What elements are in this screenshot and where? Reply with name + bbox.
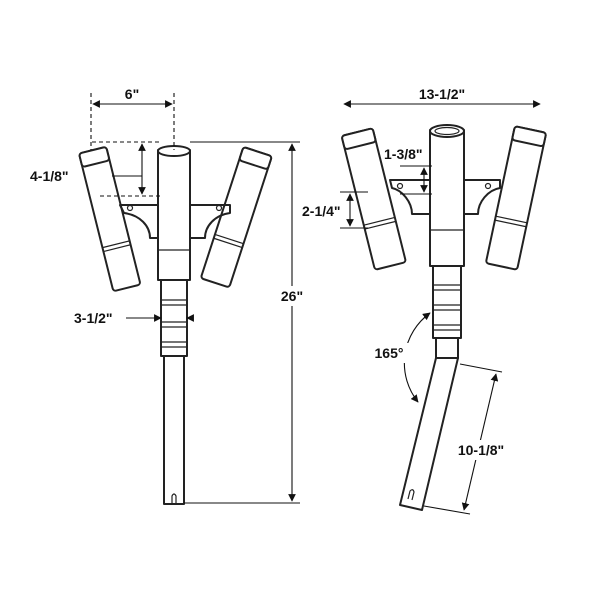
side-offset-dimension: 2-1/4": [302, 191, 368, 229]
front-height-dimension: 26": [184, 141, 306, 504]
bracket-screw-right: [215, 204, 223, 212]
front-center-tube: [157, 145, 191, 505]
side-spacing-dimension: 1-3/8": [384, 146, 432, 195]
front-diameter-dimension: 3-1/2": [74, 310, 194, 326]
front-right-rod-tube: [200, 146, 273, 288]
side-left-rod-tube: [341, 127, 407, 271]
side-spacing-label: 1-3/8": [384, 146, 423, 162]
front-view: 6" 4-1/8" 3-1/2" 26": [30, 86, 306, 505]
side-width-label: 13-1/2": [419, 86, 465, 102]
side-center-tube: [429, 124, 465, 359]
front-diameter-label: 3-1/2": [74, 310, 113, 326]
front-width-label: 6": [125, 86, 139, 102]
side-offset-label: 2-1/4": [302, 203, 341, 219]
side-view: 13-1/2" 1-3/8" 2-1/4" 165° 1: [302, 86, 547, 515]
side-bracket: [389, 179, 501, 215]
bracket-screw-left: [126, 204, 134, 212]
side-lower-length-label: 10-1/8": [458, 442, 504, 458]
side-angle-dimension: 165°: [369, 312, 431, 403]
side-right-rod-tube: [485, 125, 547, 271]
front-bracket: [119, 204, 231, 239]
front-height-label: 26": [281, 288, 303, 304]
side-width-dimension: 13-1/2": [343, 86, 541, 108]
side-lower-pole: [399, 357, 459, 511]
side-screw-left: [396, 182, 404, 190]
front-left-rod-tube: [78, 146, 141, 292]
side-screw-right: [484, 182, 492, 190]
side-angle-label: 165°: [375, 345, 404, 361]
front-depth-dimension: 4-1/8": [30, 141, 160, 197]
side-lower-length-dimension: 10-1/8": [423, 363, 512, 515]
front-depth-label: 4-1/8": [30, 168, 69, 184]
front-width-dimension: 6": [90, 86, 175, 150]
